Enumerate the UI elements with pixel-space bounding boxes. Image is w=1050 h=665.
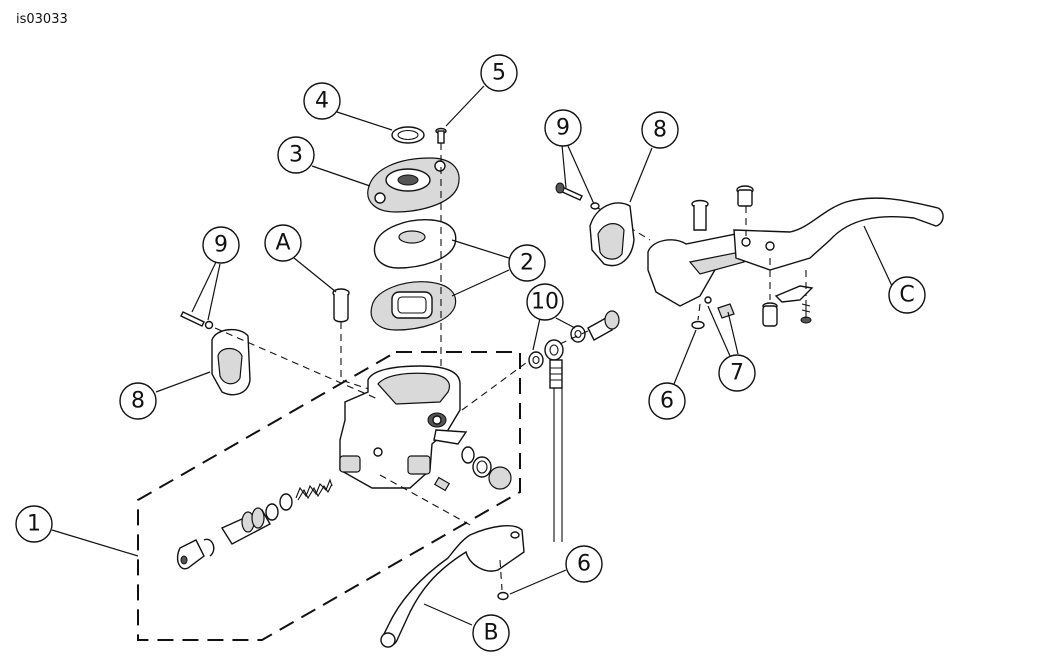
- banjo-washer-left: [528, 351, 544, 369]
- leader-6b: [673, 329, 697, 385]
- callout-9-left: 9: [202, 226, 240, 264]
- callout-4: 4: [303, 82, 341, 120]
- pivot-bushing: [736, 185, 754, 207]
- callout-C: C: [888, 276, 926, 314]
- cover-gasket-ring: [391, 126, 425, 144]
- switch-screw: [800, 300, 812, 324]
- leader-B: [423, 603, 473, 626]
- figure-id: is03033: [16, 12, 68, 27]
- leader-7b: [727, 311, 739, 355]
- master-cylinder-body: [339, 365, 468, 489]
- leader-9a-2: [207, 263, 221, 321]
- pivot-pin: [332, 288, 350, 323]
- svg-text:7: 7: [730, 361, 744, 386]
- leader-7a: [707, 305, 731, 357]
- callout-6-right: 6: [648, 382, 686, 420]
- leader-1: [51, 529, 139, 557]
- leader-A: [293, 257, 337, 293]
- switch-plate: [774, 285, 814, 303]
- callout-10: 10: [526, 283, 564, 321]
- leader-10b: [555, 317, 576, 329]
- callout-B: B: [472, 614, 510, 652]
- callout-9-right: 9: [544, 109, 582, 147]
- left-clamp: [211, 329, 251, 396]
- leader-3: [311, 165, 371, 187]
- leader-C: [863, 225, 893, 287]
- leader-9a-1: [191, 261, 217, 313]
- svg-text:10: 10: [531, 290, 559, 315]
- leader-5: [445, 85, 485, 127]
- piston-assembly: [176, 478, 333, 570]
- leader-10: [532, 317, 541, 351]
- banjo-washer-right: [570, 325, 586, 343]
- callout-3: 3: [277, 136, 315, 174]
- right-clamp-screw: [555, 182, 600, 210]
- callout-A: A: [264, 224, 302, 262]
- leader-6a: [509, 569, 567, 595]
- callout-8-left: 8: [119, 382, 157, 420]
- leader-8a: [155, 371, 211, 393]
- brake-hose: [553, 388, 563, 542]
- bracket-pin: [691, 199, 709, 231]
- svg-text:4: 4: [315, 89, 329, 114]
- leader-4: [336, 111, 393, 131]
- callout-5: 5: [480, 54, 518, 92]
- svg-text:A: A: [275, 231, 290, 256]
- svg-text:B: B: [483, 621, 498, 646]
- cover-screw: [435, 127, 447, 144]
- svg-text:9: 9: [214, 233, 228, 258]
- lever-washer: [497, 591, 509, 601]
- leader-2b: [451, 269, 510, 297]
- svg-text:8: 8: [653, 118, 667, 143]
- right-clamp: [589, 202, 635, 267]
- seal-rings: [461, 446, 512, 490]
- svg-text:5: 5: [492, 61, 506, 86]
- callout-6-bottom: 6: [565, 545, 603, 583]
- reservoir-plate: [373, 219, 457, 269]
- svg-text:2: 2: [520, 251, 534, 276]
- right-washer: [691, 320, 705, 330]
- leader-9b-2: [567, 145, 595, 205]
- leader-8b: [629, 147, 653, 203]
- leader-9b-1: [561, 144, 567, 189]
- svg-text:C: C: [899, 283, 914, 308]
- callout-7: 7: [718, 354, 756, 392]
- banjo-bolt: [587, 310, 620, 341]
- svg-text:3: 3: [289, 143, 303, 168]
- left-clamp-screw: [180, 311, 214, 330]
- front-lever: [380, 524, 525, 648]
- kit-boundary: [137, 351, 521, 641]
- callout-8-right: 8: [641, 111, 679, 149]
- lower-bushing: [762, 302, 778, 327]
- banjo-fitting: [544, 339, 564, 389]
- callout-2: 2: [508, 244, 546, 282]
- leader-2a: [451, 239, 510, 259]
- reservoir-cover: [367, 157, 460, 213]
- callout-1: 1: [15, 505, 53, 543]
- reservoir-diaphragm: [370, 281, 457, 331]
- clutch-lever: [733, 197, 944, 271]
- svg-text:6: 6: [577, 552, 591, 577]
- bleed-screw: [433, 476, 451, 492]
- svg-text:6: 6: [660, 389, 674, 414]
- svg-text:9: 9: [556, 116, 570, 141]
- svg-text:1: 1: [27, 512, 41, 537]
- adjuster-spring: [717, 303, 735, 319]
- svg-text:8: 8: [131, 389, 145, 414]
